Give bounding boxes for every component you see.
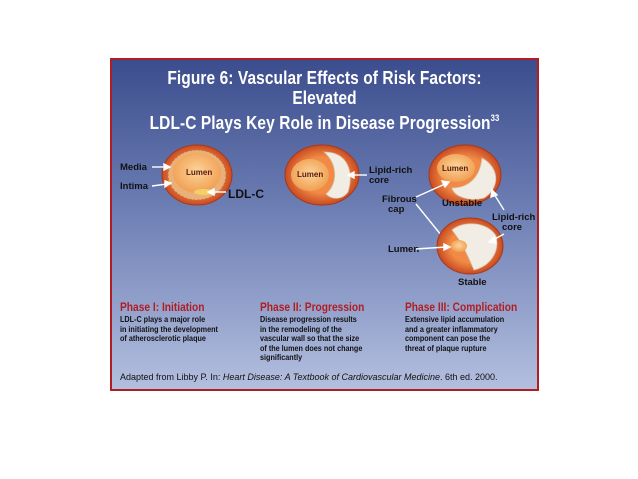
phase1-description: LDL-C plays a major role in initiating t… bbox=[120, 314, 218, 344]
stable-lumen-arrow bbox=[415, 242, 452, 252]
phase3-stable-vessel bbox=[436, 217, 504, 275]
title-line-2-text: LDL-C Plays Key Role in Disease Progress… bbox=[149, 113, 491, 133]
unstable-label: Unstable bbox=[442, 198, 482, 209]
phase2-line: vascular wall so that the size bbox=[260, 333, 360, 344]
title-reference: 33 bbox=[490, 113, 500, 123]
stable-lumen-label: Lumen bbox=[388, 244, 419, 255]
phase2-lipid-label-1: Lipid-rich bbox=[369, 165, 412, 176]
title-line-1: Figure 6: Vascular Effects of Risk Facto… bbox=[167, 68, 482, 108]
phase3-line: Extensive lipid accumulation bbox=[405, 314, 505, 324]
figure-title: Figure 6: Vascular Effects of Risk Facto… bbox=[142, 68, 508, 133]
phase2-vessel: Lumen bbox=[284, 144, 360, 206]
vessel-diagram: Lumen Media Intima LDL-C Lumen Lipid-ric… bbox=[120, 144, 535, 288]
phase2-line: in the remodeling of the bbox=[260, 323, 342, 334]
unstable-lumen-label: Lumen bbox=[442, 164, 468, 173]
phase2-line: Disease progression results bbox=[260, 314, 357, 324]
fibrous-cap-label-2: cap bbox=[388, 204, 405, 215]
ldlc-label: LDL-C bbox=[228, 187, 264, 201]
phase3-lipid-arrows bbox=[487, 188, 505, 244]
phase2-title: Phase II: Progression bbox=[260, 300, 365, 314]
fibrous-cap-label-1: Fibrous bbox=[382, 194, 417, 205]
phase3-line: component can pose the bbox=[405, 333, 491, 344]
phase1-vessel: Lumen bbox=[161, 144, 233, 206]
phase1-line: of atherosclerotic plaque bbox=[120, 333, 206, 344]
phase2-line: of the lumen does not change bbox=[260, 342, 363, 353]
phase2-line: significantly bbox=[260, 352, 303, 363]
credit-book-title: Heart Disease: A Textbook of Cardiovascu… bbox=[222, 372, 441, 382]
phase3-unstable-vessel: Lumen bbox=[428, 144, 502, 206]
phase2-lumen-label: Lumen bbox=[297, 170, 323, 179]
title-line-2: LDL-C Plays Key Role in Disease Progress… bbox=[142, 108, 508, 133]
phase3-lipid-label-1: Lipid-rich bbox=[492, 212, 535, 223]
phase1-arrows bbox=[151, 162, 226, 197]
phase2-lipid-label-2: core bbox=[369, 175, 389, 186]
intima-label: Intima bbox=[120, 181, 149, 192]
media-label: Media bbox=[120, 162, 148, 173]
credit-prefix: Adapted from Libby P. In: bbox=[120, 372, 223, 382]
phase2-arrow bbox=[346, 170, 367, 180]
phase3-title: Phase III: Complication bbox=[405, 300, 518, 314]
source-credit: Adapted from Libby P. In: Heart Disease:… bbox=[120, 372, 498, 382]
phase3-line: and a greater inflammatory bbox=[405, 323, 498, 334]
phase1-title: Phase I: Initiation bbox=[120, 300, 205, 314]
phase3-line: threat of plaque rupture bbox=[405, 342, 487, 353]
phase3-lipid-label-2: core bbox=[502, 222, 522, 233]
credit-suffix: . 6th ed. 2000. bbox=[440, 372, 498, 382]
phase1-line: in initiating the development bbox=[120, 323, 218, 334]
phase3-description: Extensive lipid accumulation and a great… bbox=[405, 314, 505, 353]
stable-label: Stable bbox=[458, 277, 487, 288]
phase2-description: Disease progression results in the remod… bbox=[260, 314, 363, 363]
phase1-lumen-label: Lumen bbox=[186, 168, 212, 177]
phase1-line: LDL-C plays a major role bbox=[120, 314, 206, 324]
figure-slide: Figure 6: Vascular Effects of Risk Facto… bbox=[110, 58, 539, 391]
